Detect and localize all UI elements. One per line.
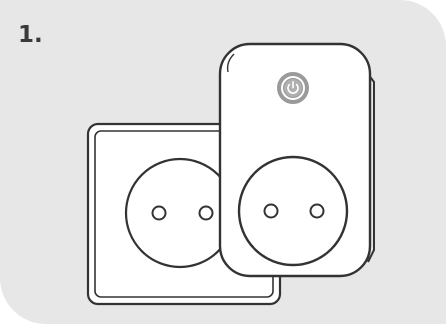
smart-plug-outlet — [239, 157, 347, 265]
power-icon — [279, 74, 307, 102]
smart-plug — [220, 44, 374, 276]
smart-plug-hole-right — [311, 205, 324, 218]
wall-socket-hole-left — [153, 207, 166, 220]
wall-socket-hole-right — [200, 207, 213, 220]
wall-socket-outlet — [126, 159, 234, 267]
smart-plug-hole-left — [265, 205, 278, 218]
